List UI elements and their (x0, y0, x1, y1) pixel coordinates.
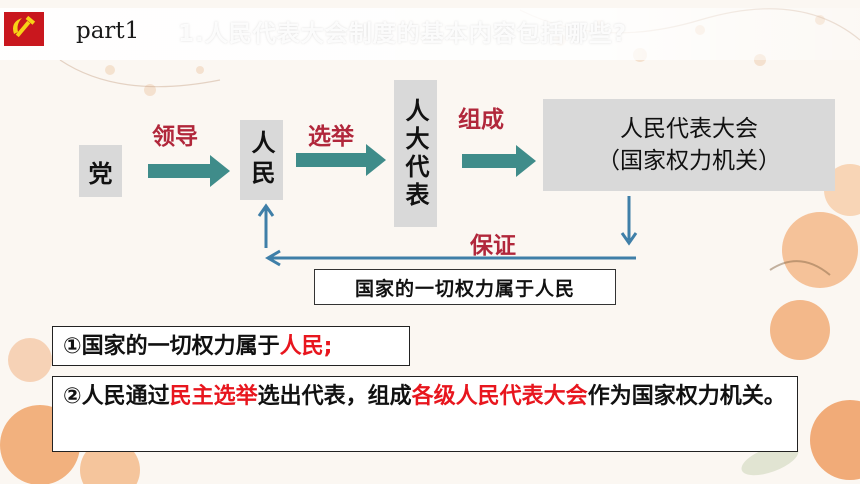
statement-2-highlight-1: 民主选举 (169, 384, 258, 409)
statement-2-text-2: 选出代表，组成 (257, 384, 412, 409)
node-party: 党 (79, 145, 122, 197)
node-deputies: 人大代表 (394, 80, 437, 227)
statement-2-text-3: 作为国家权力机关。 (587, 384, 786, 409)
page-title: 1.人民代表大会制度的基本内容包括哪些? (178, 21, 628, 47)
edge-label-lead: 领导 (152, 124, 198, 150)
node-npc: 人民代表大会 （国家权力机关） (543, 99, 835, 191)
statement-1: ①国家的一切权力属于人民; (52, 326, 410, 366)
arrow-guarantee (257, 196, 638, 267)
node-people: 人民 (240, 120, 283, 200)
arrow-elect (296, 144, 386, 176)
arrow-lead (148, 155, 230, 187)
part-label: part1 (76, 18, 140, 44)
statement-2-highlight-2: 各级人民代表大会 (411, 384, 588, 409)
edge-label-elect: 选举 (308, 124, 354, 150)
statement-2: ②人民通过民主选举选出代表，组成各级人民代表大会作为国家权力机关。 (52, 376, 798, 452)
statement-1-text: ①国家的一切权力属于 (63, 334, 280, 359)
statement-2-text-1: ②人民通过 (63, 384, 170, 409)
statement-1-highlight: 人民; (279, 334, 333, 359)
arrow-form (462, 145, 536, 177)
hammer-sickle-icon (4, 12, 44, 46)
node-npc-line2: （国家权力机关） (597, 148, 781, 174)
header-bar (0, 8, 860, 60)
edge-label-guarantee: 保证 (470, 233, 516, 259)
diagram-caption: 国家的一切权力属于人民 (314, 269, 616, 305)
edge-label-form: 组成 (458, 107, 504, 133)
node-npc-line1: 人民代表大会 (620, 116, 758, 142)
